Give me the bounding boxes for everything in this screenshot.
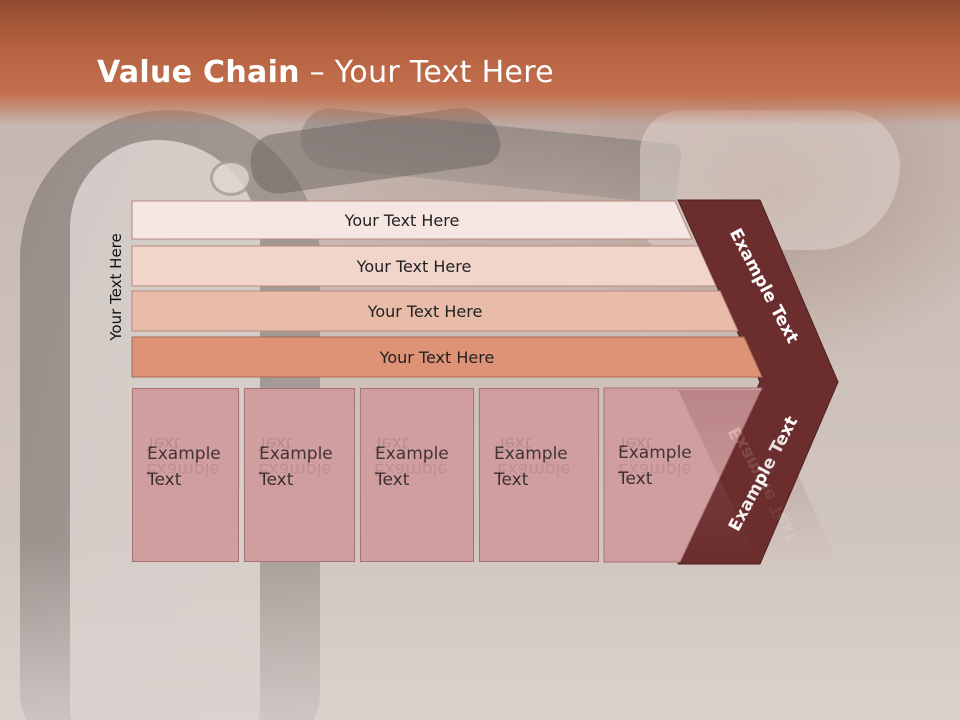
bar-3-shape	[131, 290, 739, 332]
bar-4-label: Your Text Here	[379, 347, 495, 367]
bar-4-shape	[131, 336, 763, 378]
box-1-line1: Example	[147, 444, 221, 464]
bar-3-label: Your Text Here	[367, 301, 483, 321]
bar-1: Your Text Here	[132, 201, 692, 239]
box-2-line1: Example	[259, 444, 333, 464]
bar-2-label: Your Text Here	[356, 256, 472, 276]
box-3-line2: Text	[375, 470, 410, 490]
bar-4: Your Text Here	[132, 338, 762, 376]
title-bar	[0, 0, 960, 125]
chevron-shape	[677, 199, 839, 565]
bar-1-shape	[131, 200, 693, 240]
box-4-line1: Example	[494, 444, 568, 464]
bar-2: Your Text Here	[132, 247, 716, 285]
box-2-line2: Text	[259, 470, 294, 490]
box-5: Example Text	[604, 388, 762, 562]
box-2: Example Text	[244, 388, 355, 562]
box-3: Example Text	[360, 388, 474, 562]
box-5-line1: Example	[618, 443, 692, 463]
box-4-line2: Text	[494, 470, 529, 490]
slide-title-bold: Value Chain	[97, 55, 300, 90]
bar-1-label: Your Text Here	[344, 210, 460, 230]
slide-title-rest: – Your Text Here	[299, 55, 554, 90]
box-5-shape	[603, 387, 763, 563]
box-4: Example Text	[479, 388, 599, 562]
bar-3: Your Text Here	[132, 292, 738, 330]
box-3-line1: Example	[375, 444, 449, 464]
box-1-line2: Text	[147, 470, 182, 490]
box-1: Example Text	[132, 388, 239, 562]
bar-2-shape	[131, 245, 717, 287]
box-5-line2: Text	[618, 469, 653, 489]
slide-title: Value Chain – Your Text Here	[97, 55, 554, 90]
penguin-eye	[210, 160, 252, 196]
